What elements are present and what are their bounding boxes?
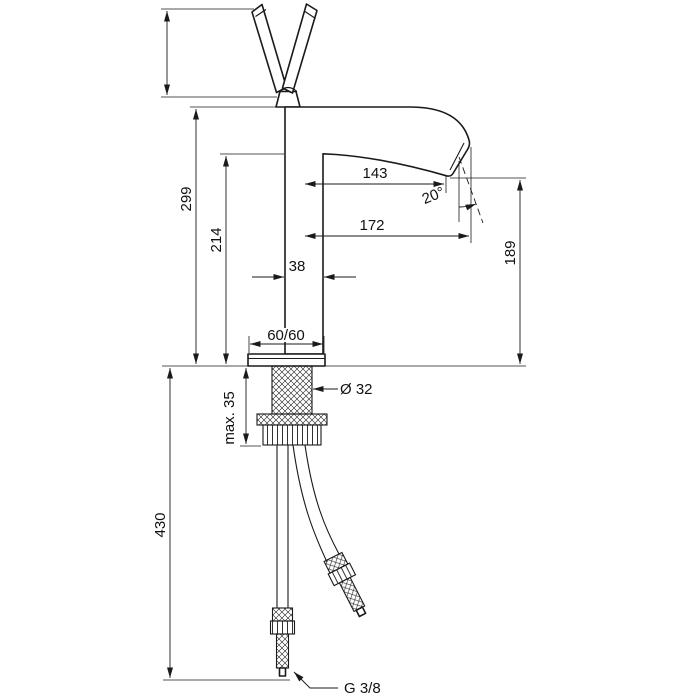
- mounting-washer: [256, 413, 328, 426]
- supply-hose-left: [276, 445, 289, 608]
- dim-label-base-plate: 60/60: [267, 327, 305, 344]
- dimension-labels: 299 214 430 189 max. 35 38 143 172 60/60…: [152, 165, 519, 697]
- dim-label-spout-reach: 143: [362, 165, 387, 182]
- lever-left-tick: [255, 9, 267, 17]
- dim-label-connection-thread: G 3/8: [344, 680, 381, 697]
- mounting-nut: [262, 424, 322, 446]
- dim-label-outlet-height: 189: [502, 240, 519, 265]
- dim-label-hose-length: 430: [152, 512, 169, 537]
- threaded-shank: [271, 365, 313, 415]
- dim-label-total-height: 299: [178, 186, 195, 211]
- hose-fitting-right: [323, 551, 367, 618]
- angle-arc: [458, 203, 477, 211]
- outlet-angle-annotation: [458, 156, 484, 224]
- label-backer: [264, 328, 309, 342]
- aerator-face-line: [449, 142, 465, 171]
- fitting-left-nipple: [275, 633, 290, 669]
- dimension-lines: [164, 11, 523, 689]
- fitting-left-nut: [269, 620, 296, 635]
- handle-neck: [275, 90, 301, 108]
- fitting-right-nipple: [338, 576, 366, 613]
- handle-lever-left: [251, 3, 288, 94]
- fitting-right-cap: [355, 606, 367, 618]
- handle-lever-right: [281, 3, 318, 94]
- dim-label-outlet-angle: 20°: [420, 184, 447, 208]
- dim-label-shank-diameter: Ø 32: [340, 381, 373, 398]
- fitting-left-cap: [278, 667, 287, 677]
- hose-fitting-left: [269, 607, 296, 677]
- handle-dome: [278, 86, 298, 92]
- dim-label-spout-height: 214: [208, 227, 225, 252]
- dim-label-tip-reach: 172: [359, 217, 384, 234]
- fitting-left-sleeve: [271, 607, 294, 622]
- faucet: [247, 3, 471, 677]
- dim-label-max-thickness: max. 35: [221, 391, 238, 444]
- leader-g38: [293, 671, 338, 689]
- lever-right-tick: [304, 11, 316, 19]
- supply-hose-right: [292, 444, 340, 563]
- faucet-body-outline: [284, 106, 471, 355]
- flow-direction-line: [458, 156, 484, 224]
- base-plate: [247, 353, 326, 367]
- dim-label-body-width: 38: [289, 258, 306, 275]
